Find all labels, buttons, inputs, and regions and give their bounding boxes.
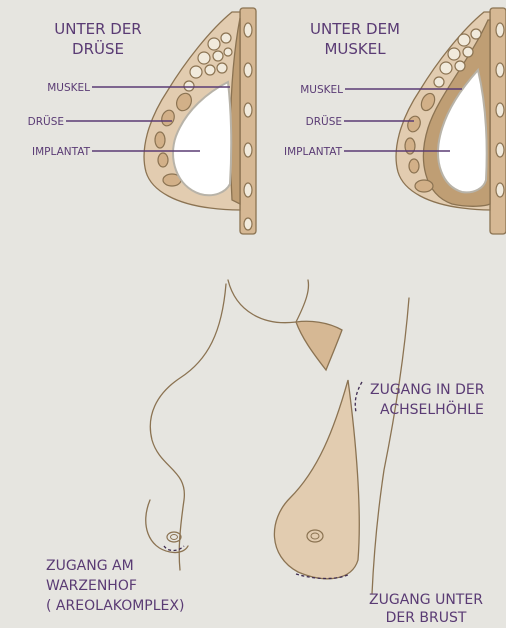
chest-wall bbox=[490, 8, 506, 234]
diagram-under-gland-title-line2: DRÜSE bbox=[72, 39, 124, 58]
axilla-shading bbox=[296, 321, 342, 370]
label-inframammary-line2: DER BRUST bbox=[386, 610, 467, 626]
left-breast-outline bbox=[146, 500, 188, 553]
label-areola-line2: WARZENHOF bbox=[46, 578, 137, 594]
label-muscle: MUSKEL bbox=[47, 82, 90, 94]
areola-incision bbox=[164, 546, 184, 551]
diagram-under-gland: UNTER DER DRÜSE bbox=[28, 8, 256, 234]
label-implant: IMPLANTAT bbox=[284, 146, 343, 158]
right-breast bbox=[274, 380, 359, 579]
label-gland: DRÜSE bbox=[306, 115, 342, 128]
label-areola-line1: ZUGANG AM bbox=[46, 558, 134, 574]
upper-arm-outline bbox=[228, 280, 309, 323]
chest-wall bbox=[240, 8, 256, 234]
label-axilla-line2: ACHSELHÖHLE bbox=[380, 400, 484, 418]
incision-labels: ZUGANG AM WARZENHOF ( AREOLAKOMPLEX) ZUG… bbox=[46, 382, 485, 626]
label-implant: IMPLANTAT bbox=[32, 146, 91, 158]
left-nipple bbox=[167, 532, 181, 542]
axilla-incision bbox=[355, 382, 362, 412]
right-torso-outline bbox=[372, 298, 409, 594]
diagram-under-muscle-title-line1: UNTER DEM bbox=[310, 20, 400, 38]
diagram-under-gland-title-line1: UNTER DER bbox=[54, 20, 141, 38]
label-muscle: MUSKEL bbox=[300, 84, 343, 96]
label-inframammary-line1: ZUGANG UNTER bbox=[369, 592, 483, 608]
label-axilla-line1: ZUGANG IN DER bbox=[370, 382, 485, 398]
label-areola-line3: ( AREOLAKOMPLEX) bbox=[46, 598, 184, 614]
torso-illustration bbox=[146, 280, 409, 594]
label-gland: DRÜSE bbox=[28, 115, 64, 128]
diagram-under-muscle: UNTER DEM MUSKEL bbox=[284, 8, 506, 234]
left-arm-outline bbox=[150, 284, 226, 570]
diagram-under-muscle-title-line2: MUSKEL bbox=[324, 40, 386, 58]
